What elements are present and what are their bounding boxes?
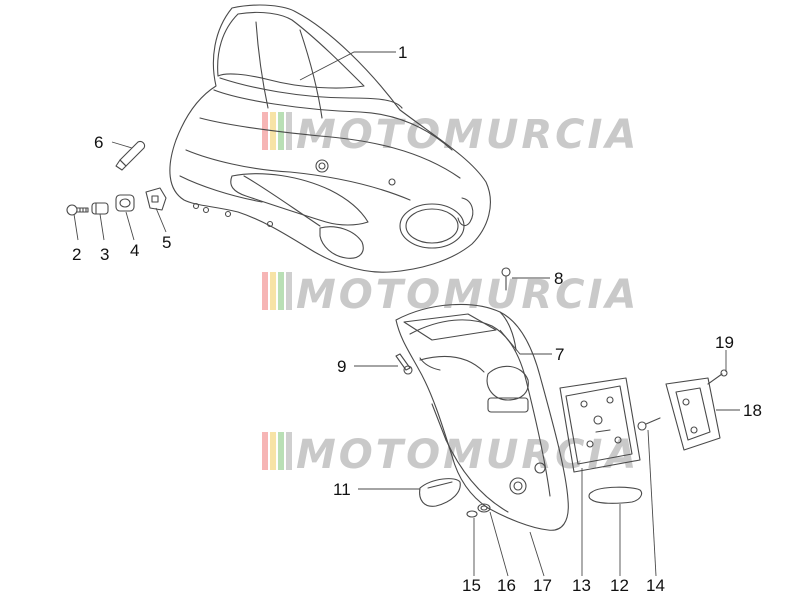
part-spacer	[91, 202, 109, 215]
callout-label-7: 7	[555, 345, 564, 364]
callout-label-3: 3	[100, 245, 109, 264]
watermark-text: MOTOMURCIA	[296, 432, 639, 478]
rear-mudguard	[395, 303, 569, 531]
watermark-text: MOTOMURCIA	[296, 112, 639, 158]
front-shield	[169, 4, 491, 273]
part-lens	[588, 486, 643, 504]
part-screw-small	[501, 267, 511, 291]
callout-label-15: 15	[462, 576, 481, 595]
part-screw-long	[395, 353, 413, 375]
callout-label-6: 6	[94, 133, 103, 152]
callout-label-19: 19	[715, 333, 734, 352]
callout-label-16: 16	[497, 576, 516, 595]
part-screw	[66, 204, 89, 216]
callout-label-2: 2	[72, 245, 81, 264]
part-reflector	[419, 478, 461, 507]
watermark-middle: MOTOMURCIA	[262, 272, 639, 318]
callout-label-8: 8	[554, 269, 563, 288]
callout-label-9: 9	[337, 357, 346, 376]
callout-label-18: 18	[743, 401, 762, 420]
callout-label-13: 13	[572, 576, 591, 595]
callout-label-1: 1	[398, 43, 407, 62]
callout-label-4: 4	[130, 241, 139, 260]
callout-label-14: 14	[646, 576, 665, 595]
part-clip-nut	[145, 187, 167, 211]
part-plate-bracket	[559, 377, 641, 473]
callout-label-17: 17	[533, 576, 552, 595]
part-bolt	[637, 417, 661, 431]
part-screw-light	[707, 369, 728, 385]
callout-label-5: 5	[162, 233, 171, 252]
watermark-text: MOTOMURCIA	[296, 272, 639, 318]
part-washer	[466, 510, 478, 518]
part-nut	[477, 503, 491, 513]
part-bulb	[115, 140, 146, 171]
watermark-bottom: MOTOMURCIA	[262, 432, 639, 478]
part-rubber-bush	[115, 194, 135, 212]
watermark-top: MOTOMURCIA	[262, 112, 639, 158]
callout-label-12: 12	[610, 576, 629, 595]
callout-label-11: 11	[333, 480, 351, 499]
part-plate-light	[665, 377, 721, 451]
callout-labels: 1 2 3 4 5 6 7 8 9 11 12 13 14 15 16 17 1…	[72, 43, 762, 595]
